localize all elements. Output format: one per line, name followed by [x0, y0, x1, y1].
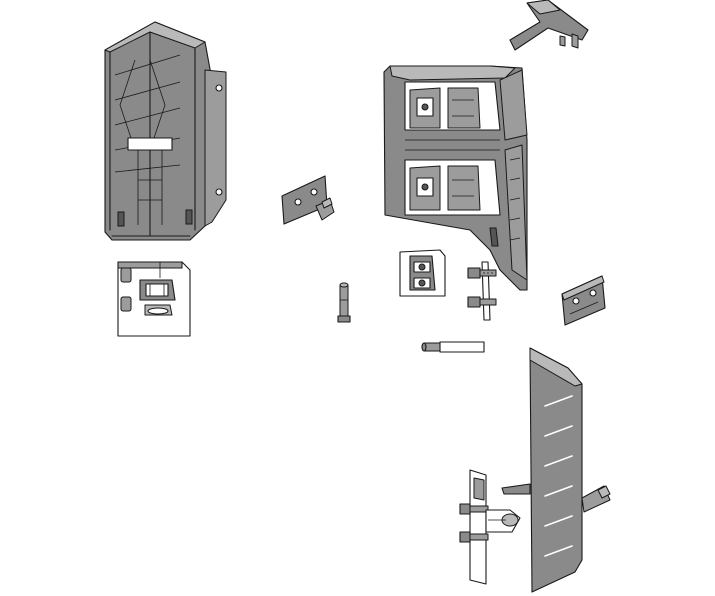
- center-clip-block: [399, 249, 446, 297]
- screw-set: [467, 261, 497, 321]
- dowel-pin: [337, 282, 351, 323]
- bottom-hinge-clip: [459, 469, 531, 585]
- left-clip-plate: [117, 261, 191, 337]
- right-corner-housing: [383, 65, 528, 291]
- side-panel: [529, 347, 611, 593]
- small-mounting-plate: [281, 175, 335, 225]
- top-right-bracket: [509, 0, 589, 51]
- angled-mounting-plate: [561, 275, 606, 326]
- horizontal-dowel: [421, 341, 485, 353]
- left-corner-housing: [104, 21, 227, 241]
